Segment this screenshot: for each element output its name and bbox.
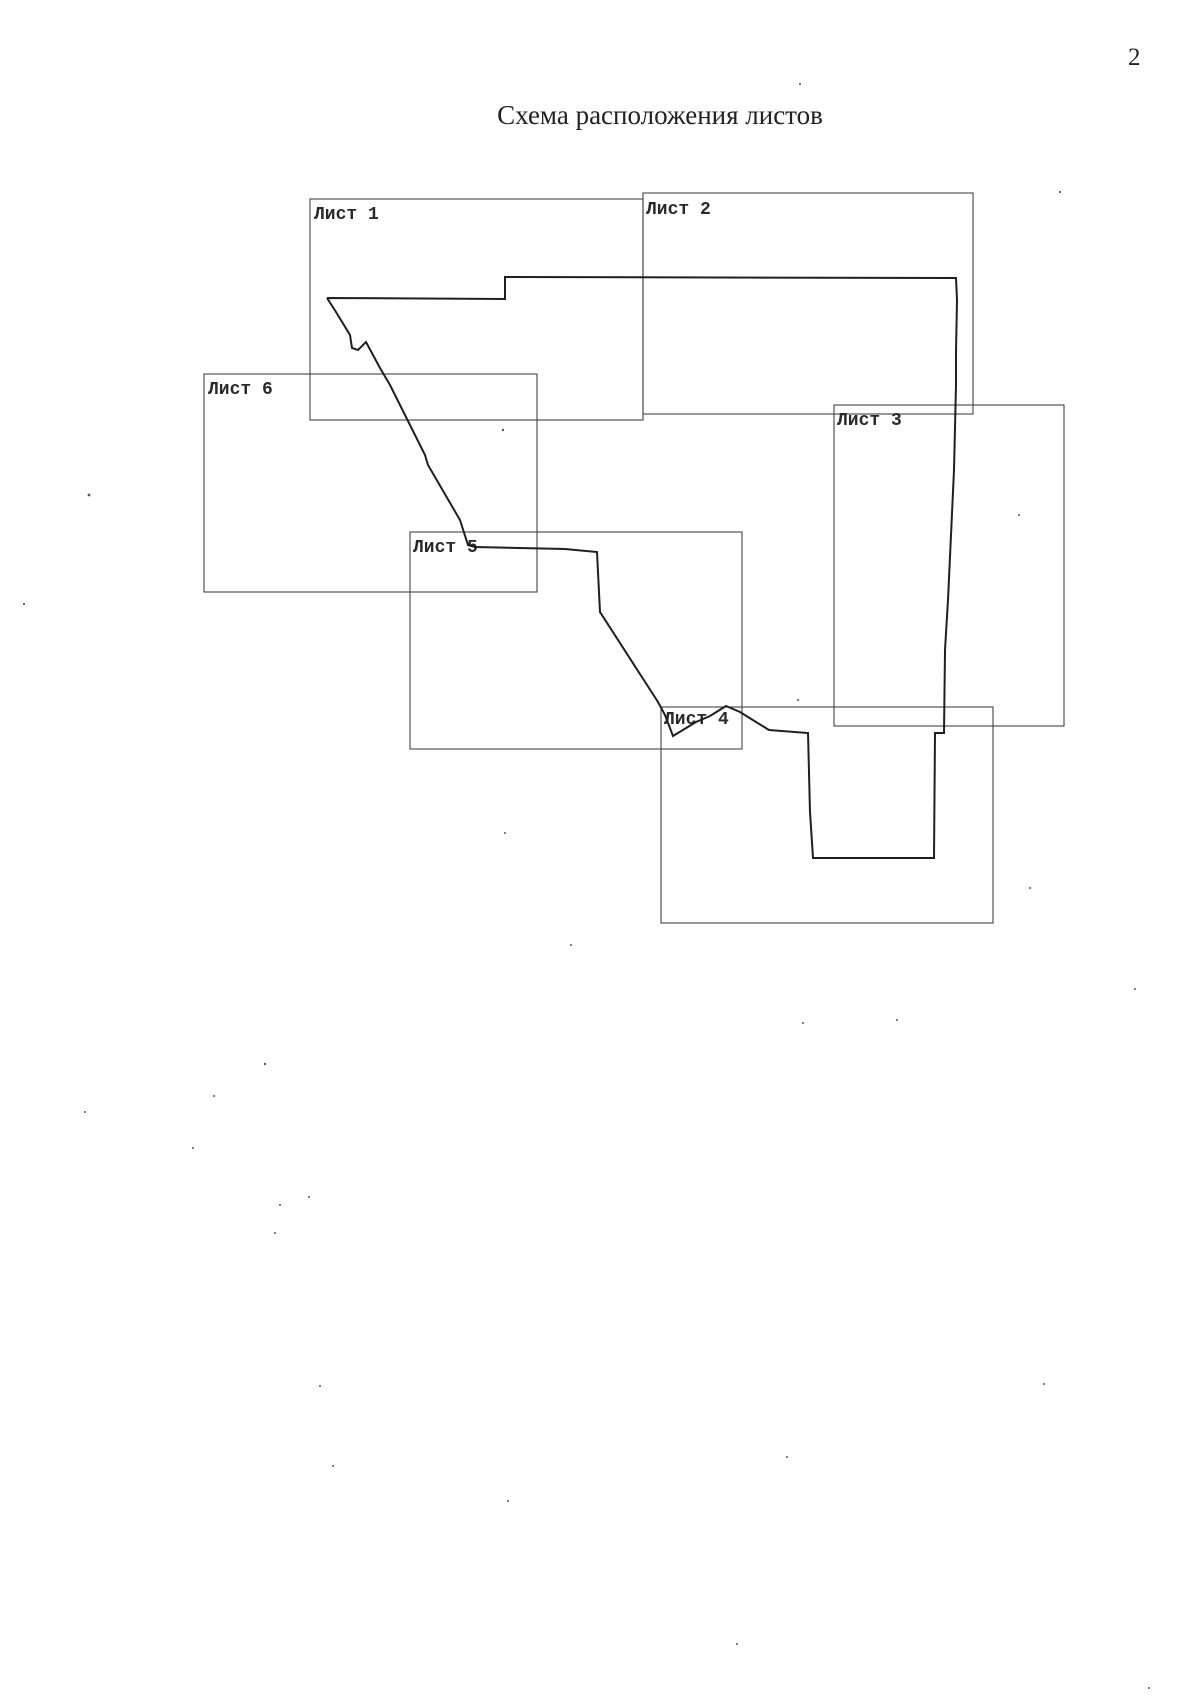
speck bbox=[84, 1111, 86, 1113]
sheet-2-label: Лист 2 bbox=[646, 200, 711, 220]
sheet-6-label: Лист 6 bbox=[208, 380, 273, 400]
sheet-5-label: Лист 5 bbox=[413, 538, 478, 558]
sheet-4-label: Лист 4 bbox=[664, 710, 729, 730]
page-title: Схема расположения листов bbox=[497, 100, 823, 130]
speck bbox=[263, 1062, 267, 1066]
speck bbox=[1148, 1687, 1150, 1689]
sheet-1-label: Лист 1 bbox=[314, 205, 379, 225]
sheet-5-frame bbox=[409, 531, 743, 750]
speck bbox=[896, 1019, 898, 1021]
speck bbox=[797, 699, 799, 701]
speck bbox=[786, 1456, 788, 1458]
speck bbox=[736, 1643, 738, 1645]
speck bbox=[213, 1095, 215, 1097]
speck bbox=[799, 83, 801, 85]
speck bbox=[1018, 514, 1020, 516]
sheet-3-label: Лист 3 bbox=[837, 411, 902, 431]
speck bbox=[570, 944, 572, 946]
speck bbox=[1029, 887, 1031, 889]
speck bbox=[319, 1385, 321, 1387]
speck bbox=[501, 428, 505, 432]
speck bbox=[1043, 1383, 1045, 1385]
speck bbox=[1134, 988, 1136, 990]
speck bbox=[1058, 190, 1062, 194]
speck bbox=[22, 602, 26, 606]
speck bbox=[87, 493, 91, 497]
speck bbox=[279, 1204, 281, 1206]
speck bbox=[802, 1022, 804, 1024]
parcel-boundary bbox=[326, 275, 959, 859]
speck bbox=[504, 832, 506, 834]
speck bbox=[308, 1196, 310, 1198]
speck bbox=[274, 1232, 276, 1234]
page-number: 2 bbox=[1128, 44, 1141, 71]
sheet-6-frame bbox=[203, 373, 538, 593]
speck bbox=[507, 1500, 509, 1502]
sheet-1-frame bbox=[309, 198, 644, 421]
sheet-3-frame bbox=[833, 404, 1065, 727]
speck bbox=[192, 1147, 194, 1149]
speck bbox=[332, 1465, 334, 1467]
sheet-2-frame bbox=[642, 192, 974, 415]
sheet-4-frame bbox=[660, 706, 994, 924]
